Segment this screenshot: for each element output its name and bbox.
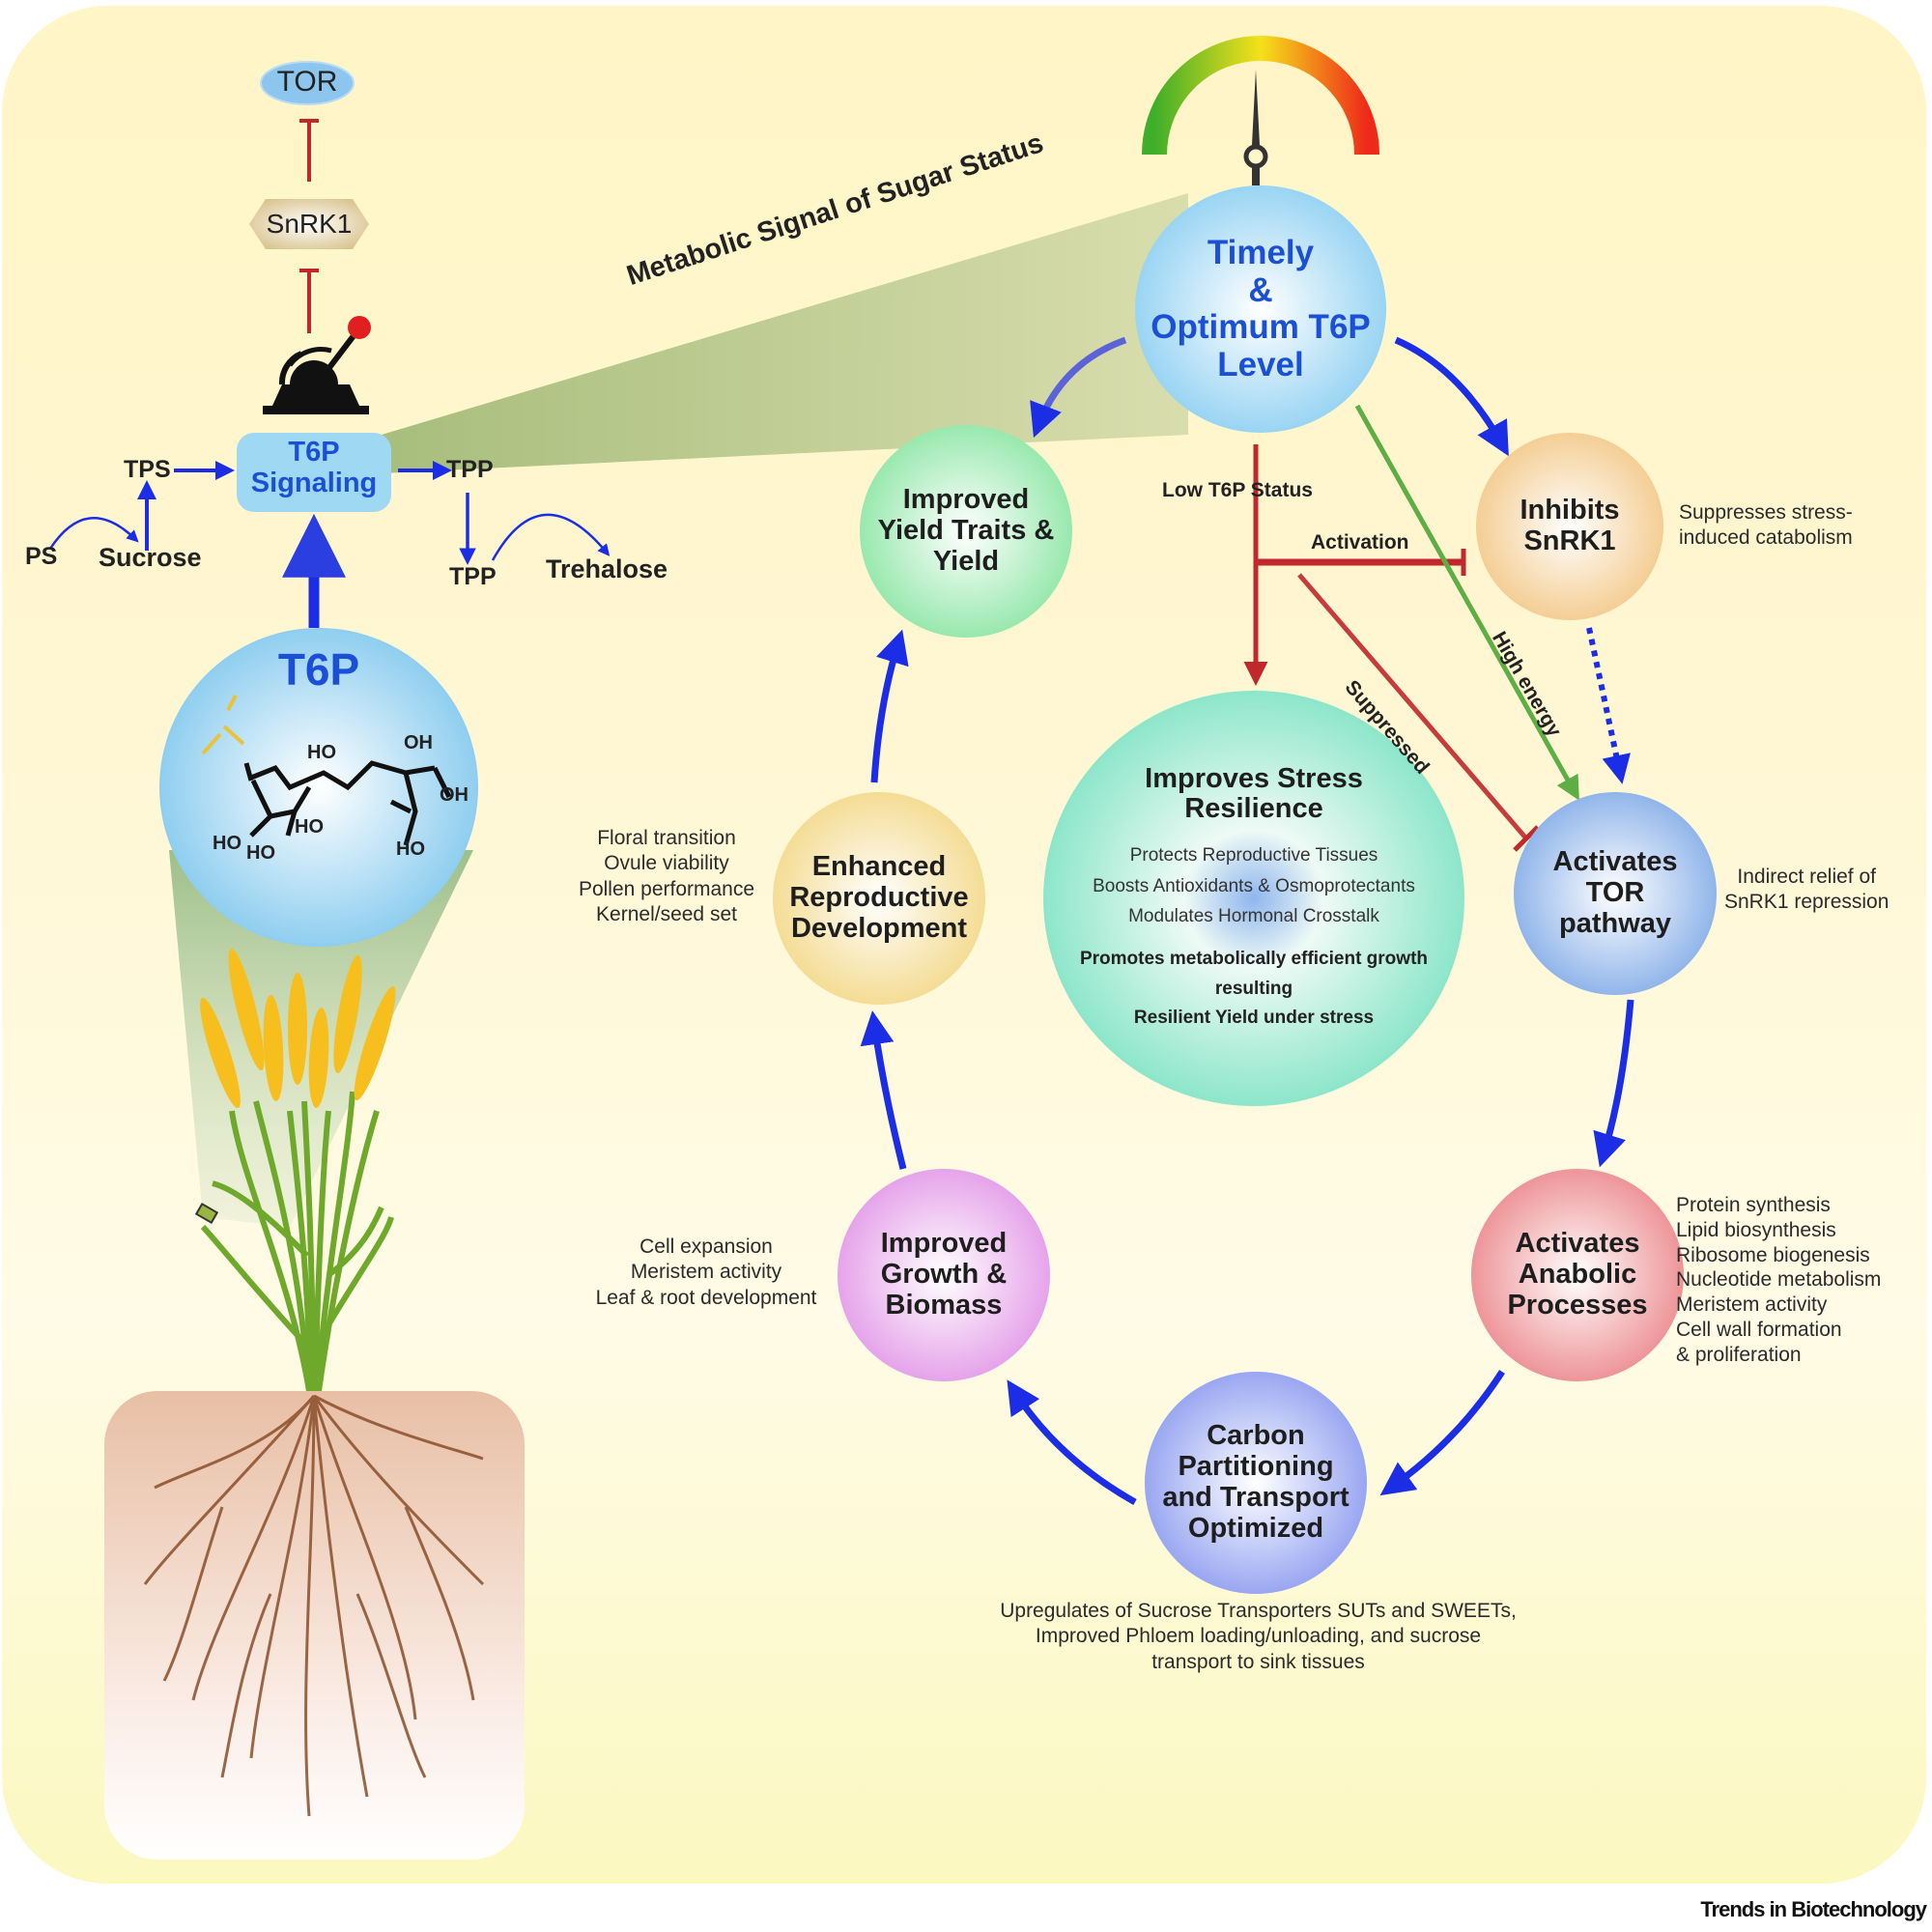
tor-node: Activates TOR pathway bbox=[1514, 792, 1717, 995]
ps-label: PS bbox=[25, 543, 58, 570]
soil-box bbox=[104, 1391, 525, 1860]
molecule-label-ho-1: HO bbox=[307, 742, 336, 763]
carbon-node-label: Carbon Partitioning and Transport Optimi… bbox=[1162, 1420, 1350, 1544]
growth-node: Improved Growth & Biomass bbox=[838, 1169, 1050, 1381]
sucrose-label: Sucrose bbox=[99, 543, 202, 572]
journal-credit: Trends in Biotechnology bbox=[1700, 1897, 1927, 1921]
stress-summary: resulting bbox=[1214, 978, 1293, 999]
tpp-down-label: TPP bbox=[449, 563, 497, 590]
tor-annotation: Indirect relief of SnRK1 repression bbox=[1724, 866, 1889, 914]
low-t6p-label: Low T6P Status bbox=[1162, 479, 1313, 501]
growth-node-label: Improved Growth & Biomass bbox=[880, 1228, 1008, 1321]
sensor-icon bbox=[194, 1202, 219, 1225]
snrk1-node-label: Inhibits SnRK1 bbox=[1520, 495, 1620, 556]
snrk1-hexagon bbox=[249, 199, 369, 249]
carbon-node: Carbon Partitioning and Transport Optimi… bbox=[1145, 1372, 1367, 1594]
stress-summary: Resilient Yield under stress bbox=[1133, 1008, 1375, 1029]
reproductive-annotation: Floral transition Ovule viability Pollen… bbox=[578, 827, 755, 925]
t6p-signaling-label: T6P Signaling bbox=[250, 437, 378, 499]
stress-node: Improves Stress Resilience Protects Repr… bbox=[1043, 691, 1464, 1106]
activation-label: Activation bbox=[1311, 531, 1409, 554]
stress-item: Boosts Antioxidants & Osmoprotectants bbox=[1093, 875, 1415, 896]
molecule-label-ho-3: HO bbox=[246, 842, 275, 864]
tor-oval bbox=[260, 61, 355, 105]
trehalose-label: Trehalose bbox=[546, 554, 668, 583]
stress-item: Modulates Hormonal Crosstalk bbox=[1128, 905, 1379, 926]
snrk1-annotation: Suppresses stress- induced catabolism bbox=[1679, 501, 1853, 550]
molecule-label-oh-1: OH bbox=[404, 732, 433, 753]
molecule-label-ho-5: HO bbox=[396, 838, 425, 860]
snrk1-node: Inhibits SnRK1 bbox=[1476, 433, 1663, 620]
carbon-annotation: Upregulates of Sucrose Transporters SUTs… bbox=[1000, 1600, 1517, 1673]
molecule-label-ho-4: HO bbox=[295, 816, 324, 838]
center-node-label: Timely & Optimum T6P Level bbox=[1151, 234, 1371, 384]
reproductive-node-circle bbox=[773, 792, 985, 1005]
gauge-meter-icon bbox=[1142, 36, 1379, 185]
wheat-plant-icon bbox=[200, 948, 396, 1392]
lever-switch-icon bbox=[263, 316, 371, 414]
growth-annotation: Cell expansion Meristem activity Leaf & … bbox=[595, 1236, 817, 1309]
t6p-molecule-structure-icon bbox=[243, 760, 452, 846]
stress-node-circle bbox=[1043, 691, 1464, 1106]
tor-node-label: Activates TOR pathway bbox=[1552, 846, 1678, 939]
molecule-label-oh-2: OH bbox=[440, 784, 469, 806]
yield-node-circle bbox=[860, 425, 1072, 638]
tor-node-circle bbox=[1514, 792, 1717, 995]
anabolic-node-label: Activates Anabolic Processes bbox=[1507, 1228, 1648, 1321]
signal-cone bbox=[382, 193, 1188, 473]
growth-node-circle bbox=[838, 1169, 1050, 1381]
reproductive-node: Enhanced Reproductive Development bbox=[773, 792, 985, 1005]
center-node-circle bbox=[1135, 185, 1386, 433]
reproductive-node-label: Enhanced Reproductive Development bbox=[789, 851, 969, 944]
t6p-title: T6P bbox=[277, 644, 360, 695]
carbon-node-circle bbox=[1145, 1372, 1367, 1594]
stress-node-title: Improves Stress Resilience bbox=[1145, 762, 1363, 825]
tps-label: TPS bbox=[124, 456, 171, 483]
t6p-signaling-box bbox=[237, 433, 391, 512]
yield-node: Improved Yield Traits & Yield bbox=[860, 425, 1072, 638]
molecule-label-ho-2: HO bbox=[213, 833, 242, 854]
t6p-molecule-bubble bbox=[159, 628, 478, 947]
anabolic-node: Activates Anabolic Processes bbox=[1471, 1169, 1684, 1381]
tor-label: TOR bbox=[276, 66, 338, 98]
anabolic-node-circle bbox=[1471, 1169, 1684, 1381]
tpp-right-label: TPP bbox=[446, 456, 494, 483]
roots-icon bbox=[143, 1394, 485, 1817]
snrk1-node-circle bbox=[1476, 433, 1663, 620]
anabolic-annotation: Protein synthesis Lipid biosynthesis Rib… bbox=[1676, 1194, 1882, 1366]
phosphate-group-icon bbox=[201, 695, 245, 755]
stress-summary: Promotes metabolically efficient growth bbox=[1079, 949, 1429, 970]
stress-item: Protects Reproductive Tissues bbox=[1129, 845, 1378, 867]
yield-node-label: Improved Yield Traits & Yield bbox=[877, 484, 1055, 577]
center-node: Timely & Optimum T6P Level bbox=[1135, 185, 1386, 433]
snrk1-label: SnRK1 bbox=[266, 209, 353, 239]
